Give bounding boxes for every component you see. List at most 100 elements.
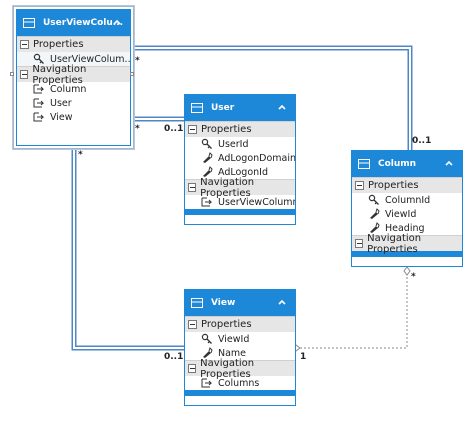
property-name: Name <box>218 347 247 359</box>
entity-user[interactable]: User Properties UserId AdLogonDomain AdL… <box>184 94 296 225</box>
section-collapse-icon[interactable] <box>188 320 197 329</box>
property-icon <box>370 208 380 219</box>
navigation-property-icon <box>201 197 213 207</box>
property-name: UserId <box>218 138 249 150</box>
section-header[interactable]: Navigation Properties <box>185 358 295 380</box>
section-label: Properties <box>33 39 84 50</box>
property-icon <box>203 152 213 163</box>
section-properties: Properties ViewId Name <box>185 316 295 360</box>
property-row[interactable]: Heading <box>352 221 462 235</box>
key-icon <box>33 53 44 64</box>
navigation-property-row[interactable]: UserViewColumns <box>185 195 295 209</box>
section-navigation-properties: Navigation Properties UserViewColumns <box>185 177 295 209</box>
property-row[interactable]: UserViewColum... <box>17 52 130 66</box>
navigation-property-icon <box>33 84 45 94</box>
section-header[interactable]: Properties <box>185 121 295 137</box>
resize-handle[interactable] <box>10 72 14 76</box>
section-label: Navigation Properties <box>200 176 255 199</box>
multiplicity-label: * <box>135 124 140 134</box>
multiplicity-label: * <box>78 150 83 160</box>
section-header[interactable]: Navigation Properties <box>352 233 462 255</box>
entity-icon <box>191 103 203 113</box>
property-row[interactable]: ViewId <box>185 332 295 346</box>
entity-title-bar[interactable]: View <box>185 290 295 316</box>
collapse-caret-icon[interactable] <box>277 298 287 306</box>
resize-handle[interactable] <box>130 72 134 76</box>
property-icon <box>370 222 380 233</box>
property-name: UserViewColum... <box>50 53 130 65</box>
key-icon <box>201 138 212 149</box>
property-name: AdLogonId <box>218 166 268 178</box>
navigation-property-row[interactable]: User <box>17 96 130 110</box>
property-name: AdLogonDomain <box>218 152 295 164</box>
section-navigation-properties: Navigation Properties <box>352 233 462 255</box>
property-name: ViewId <box>218 333 250 345</box>
property-row[interactable]: ViewId <box>352 207 462 221</box>
collapse-caret-icon[interactable] <box>112 18 122 26</box>
link-uvc-view[interactable] <box>71 148 184 351</box>
entity-icon <box>358 159 370 169</box>
section-collapse-icon[interactable] <box>188 125 197 134</box>
multiplicity-label: 0..1 <box>164 124 184 134</box>
section-header[interactable]: Navigation Properties <box>185 177 295 199</box>
navigation-property-icon <box>33 98 45 108</box>
section-label: Properties <box>201 319 252 330</box>
entity-title-bar[interactable]: User <box>185 95 295 121</box>
entity-title-bar[interactable]: Column <box>352 151 462 177</box>
entity-title: User <box>211 103 235 113</box>
property-name: Column <box>50 83 87 95</box>
property-row[interactable]: Name <box>185 346 295 360</box>
multiplicity-label: 1 <box>300 352 307 362</box>
section-properties: Properties UserViewColum... <box>17 36 130 66</box>
section-label: Properties <box>201 124 252 135</box>
section-header[interactable]: Properties <box>352 177 462 193</box>
navigation-property-row[interactable]: Columns <box>185 376 295 390</box>
key-icon <box>368 194 379 205</box>
section-properties: Properties UserId AdLogonDomain AdLogonI… <box>185 121 295 179</box>
property-row[interactable]: AdLogonDomain <box>185 151 295 165</box>
link-view-column[interactable] <box>291 266 411 352</box>
section-collapse-icon[interactable] <box>355 181 364 190</box>
entity-title: UserViewColu... <box>43 18 124 28</box>
section-collapse-icon[interactable] <box>355 239 364 248</box>
property-name: Heading <box>385 222 425 234</box>
navigation-property-row[interactable]: Column <box>17 82 130 96</box>
entity-title: View <box>211 298 236 308</box>
property-name: ViewId <box>385 208 417 220</box>
multiplicity-label: * <box>411 272 416 282</box>
entity-icon <box>23 18 35 28</box>
entity-column[interactable]: Column Properties ColumnId ViewId Headin… <box>351 150 463 267</box>
property-icon <box>203 347 213 358</box>
section-header[interactable]: Properties <box>185 316 295 332</box>
collapse-caret-icon[interactable] <box>277 103 287 111</box>
section-collapse-icon[interactable] <box>20 70 29 79</box>
property-name: View <box>50 111 73 123</box>
entity-title-bar[interactable]: UserViewColu... <box>17 10 130 36</box>
section-collapse-icon[interactable] <box>20 40 29 49</box>
section-header[interactable]: Navigation Properties <box>17 64 130 86</box>
property-name: User <box>50 97 72 109</box>
section-collapse-icon[interactable] <box>188 364 197 373</box>
entity-icon <box>191 298 203 308</box>
collapse-caret-icon[interactable] <box>444 159 454 167</box>
property-row[interactable]: UserId <box>185 137 295 151</box>
entity-title: Column <box>378 159 417 169</box>
section-label: Navigation Properties <box>200 357 255 380</box>
key-icon <box>201 333 212 344</box>
entity-userviewcolumn[interactable]: UserViewColu... Properties UserViewColum… <box>13 6 134 149</box>
entity-view[interactable]: View Properties ViewId Name Navigation P… <box>184 289 296 406</box>
navigation-property-icon <box>33 112 45 122</box>
navigation-property-row[interactable]: View <box>17 110 130 124</box>
section-label: Properties <box>368 180 419 191</box>
section-header[interactable]: Properties <box>17 36 130 52</box>
multiplicity-label: 0..1 <box>412 136 432 146</box>
entity-footer <box>352 251 462 257</box>
property-row[interactable]: AdLogonId <box>185 165 295 179</box>
navigation-property-icon <box>201 378 213 388</box>
section-navigation-properties: Navigation Properties Columns <box>185 358 295 390</box>
section-collapse-icon[interactable] <box>188 183 197 192</box>
property-row[interactable]: ColumnId <box>352 193 462 207</box>
multiplicity-label: 0..1 <box>164 352 184 362</box>
entity-footer <box>185 209 295 215</box>
